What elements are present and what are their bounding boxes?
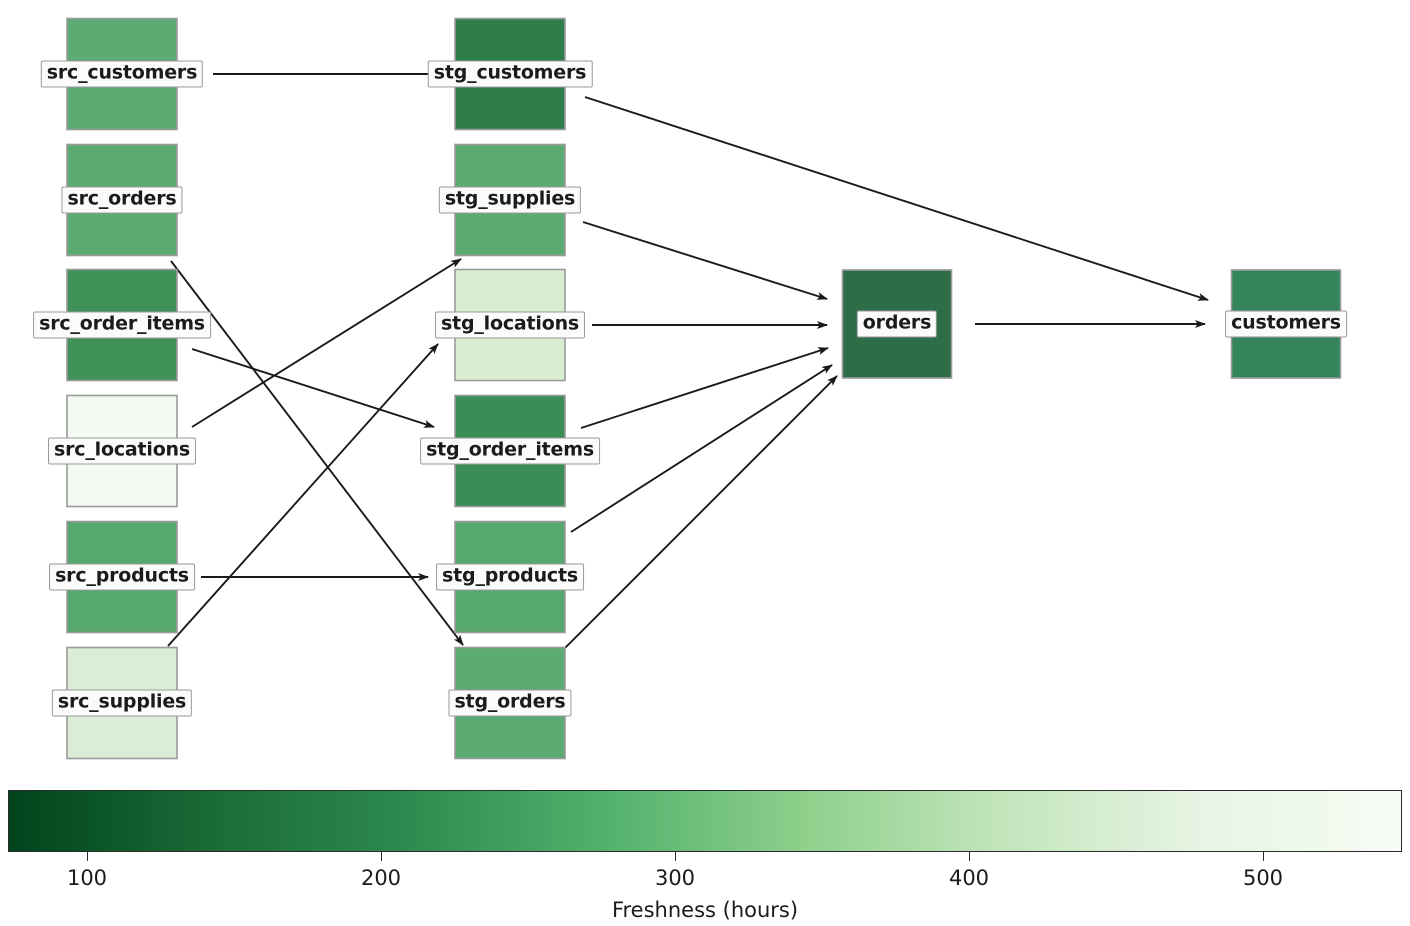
colorbar-tick-mark [675, 852, 677, 861]
edge-src_orders-to-stg_orders [170, 260, 464, 646]
node-label-src_customers[interactable]: src_customers [40, 60, 204, 88]
edge-stg_orders-to-orders [562, 375, 838, 651]
node-label-stg_customers[interactable]: stg_customers [427, 60, 593, 88]
colorbar-tick-mark [381, 852, 383, 861]
edge-stg_products-to-orders [570, 364, 833, 533]
colorbar-tick-label: 400 [948, 866, 990, 890]
node-label-src_products[interactable]: src_products [49, 563, 195, 591]
node-label-src_locations[interactable]: src_locations [48, 437, 196, 465]
edge-src_supplies-to-stg_supplies [167, 343, 439, 647]
freshness-colorbar[interactable] [8, 790, 1402, 861]
node-label-stg_order_items[interactable]: stg_order_items [420, 437, 600, 465]
colorbar-tick-label: 100 [66, 866, 108, 890]
colorbar-tick-mark [87, 852, 89, 861]
edge-stg_customers-to-customers [584, 96, 1209, 301]
node-label-src_supplies[interactable]: src_supplies [51, 689, 193, 717]
node-label-stg_locations[interactable]: stg_locations [434, 311, 586, 339]
edges-layer [167, 73, 1209, 651]
edge-src_locations-to-stg_locations [191, 258, 462, 428]
node-label-stg_supplies[interactable]: stg_supplies [438, 186, 582, 214]
node-label-customers[interactable]: customers [1225, 310, 1347, 338]
node-label-src_order_items[interactable]: src_order_items [33, 311, 211, 339]
colorbar-tick-mark [969, 852, 971, 861]
colorbar-tick-label: 500 [1242, 866, 1284, 890]
colorbar-gradient [8, 790, 1402, 852]
colorbar-tick-label: 200 [360, 866, 402, 890]
edge-stg_order_items-to-orders [580, 347, 829, 429]
colorbar-tick-mark [1263, 852, 1265, 861]
colorbar-axis-label: Freshness (hours) [611, 898, 799, 922]
node-label-stg_products[interactable]: stg_products [436, 563, 584, 591]
node-label-src_orders[interactable]: src_orders [61, 186, 183, 214]
node-label-orders[interactable]: orders [856, 310, 938, 338]
colorbar-tick-label: 300 [654, 866, 696, 890]
node-label-stg_orders[interactable]: stg_orders [448, 689, 572, 717]
edge-src_order_items-to-stg_order_items [191, 348, 435, 428]
edge-stg_supplies-to-orders [582, 221, 828, 300]
